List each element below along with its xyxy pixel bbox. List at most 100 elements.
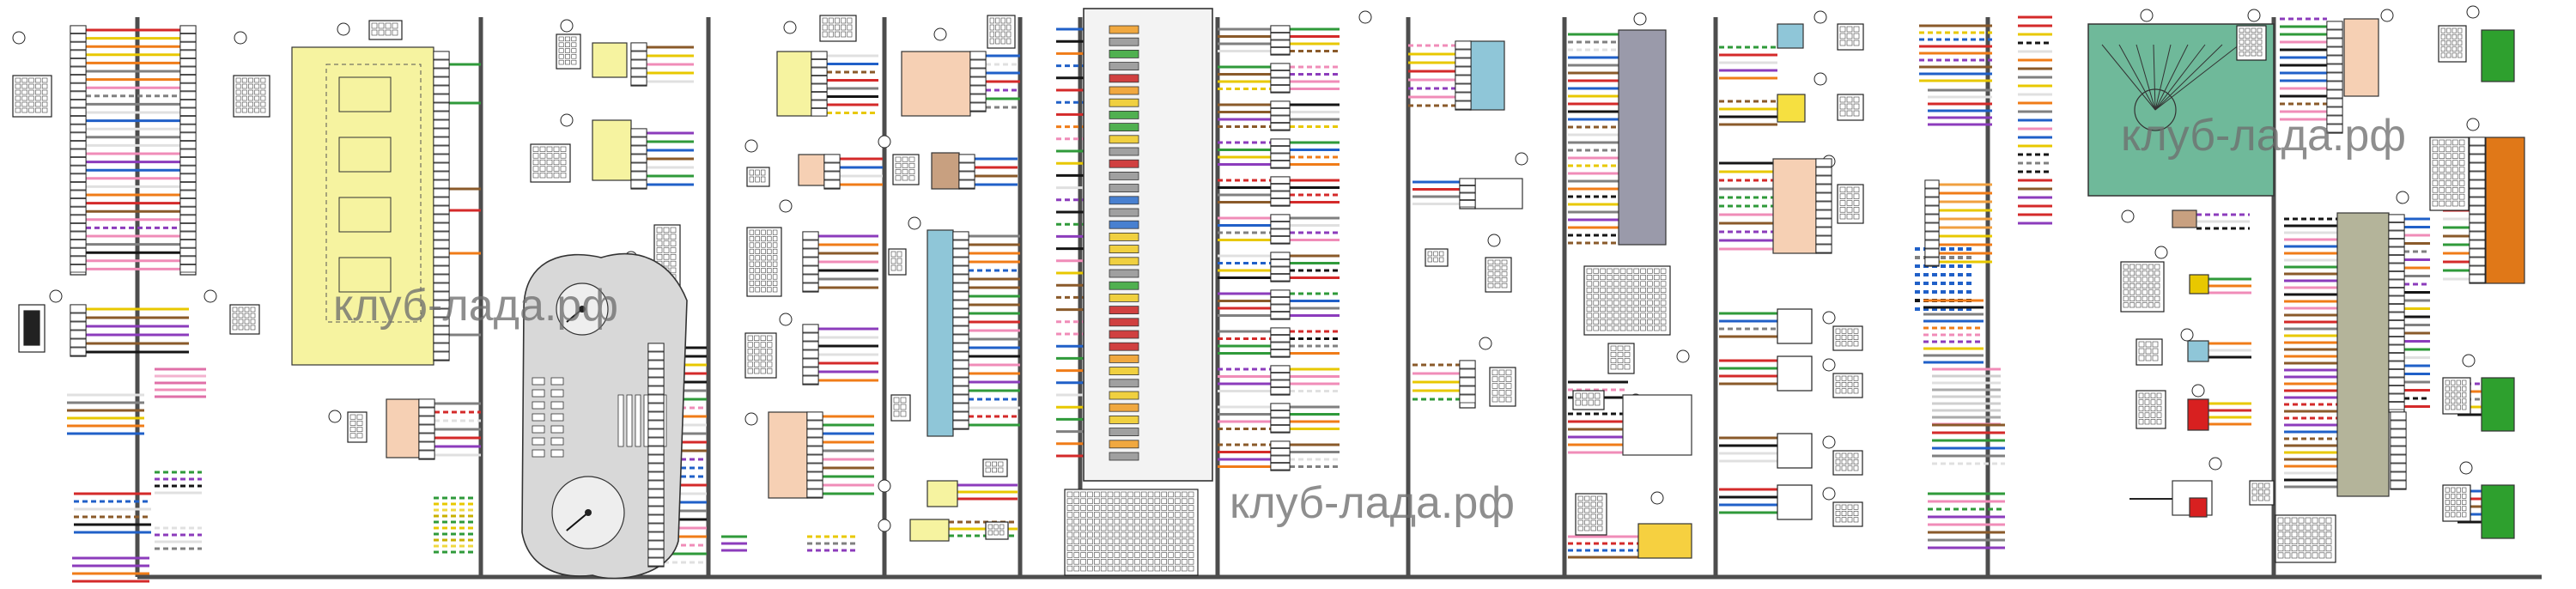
connector-pin [806, 463, 823, 472]
connector-cavity [1660, 281, 1667, 287]
connector-cavity [1147, 498, 1154, 504]
connector-cavity [260, 89, 266, 95]
component-number-circle [1822, 487, 1836, 501]
connector-cavity [250, 325, 256, 331]
connector-cavity [248, 101, 253, 107]
component-number-circle [2380, 9, 2394, 22]
indicator-lamp [550, 413, 564, 422]
connector-cavity [1853, 511, 1859, 516]
connector-cavity [1140, 525, 1147, 531]
connector-cavity [2462, 500, 2467, 505]
component-number-circle [744, 139, 758, 153]
connector-cavity [1847, 382, 1853, 387]
connector-pin [952, 248, 969, 258]
connector-cavity [2245, 39, 2251, 45]
connector-pin [802, 367, 819, 376]
connector-cavity [1647, 281, 1653, 287]
connector-cavity [656, 234, 663, 240]
connector-pin [179, 181, 197, 191]
connector-pin [1815, 184, 1832, 193]
relay-contact [338, 257, 392, 293]
connector-cavity [1619, 319, 1626, 325]
connector-cavity [1134, 498, 1140, 504]
connector-pin [2326, 72, 2343, 82]
connector-pin [2388, 353, 2405, 361]
connector-pin [823, 179, 841, 189]
connector-cavity [1846, 207, 1853, 213]
connector-cavity [2451, 52, 2457, 58]
connector-cavity [1575, 399, 1581, 406]
connector-cavity [2446, 33, 2451, 39]
connector-cavity [772, 229, 778, 235]
sensor-lead [2154, 44, 2223, 111]
connector-cavity [2446, 40, 2451, 46]
connector-cavity [2458, 40, 2463, 46]
connector-cavity [1853, 96, 1860, 103]
connector-cavity [15, 89, 21, 95]
fuse [1109, 25, 1139, 34]
connector-cavity [2445, 173, 2451, 179]
connector-pin [806, 411, 823, 421]
connector-cavity [670, 227, 677, 234]
connector-pin [1924, 214, 1940, 223]
connector-cavity [1127, 538, 1133, 544]
connector-cavity [1613, 307, 1619, 313]
connector-pin [647, 420, 665, 429]
connector-cavity [232, 325, 238, 331]
fuse [1109, 354, 1139, 363]
connector-cavity [1582, 399, 1588, 406]
connector-cavity [1647, 307, 1653, 313]
connector-cavity [1107, 525, 1114, 531]
connector-cavity [1853, 335, 1859, 340]
control-unit-31 [1469, 40, 1505, 111]
connector-cavity [2445, 139, 2451, 146]
connector-pin [1270, 236, 1291, 244]
connector-cavity [558, 54, 564, 59]
component-number-circle [933, 27, 947, 41]
connector-cavity [2251, 39, 2257, 45]
connector-cavity [260, 95, 266, 101]
connector-cavity [244, 325, 250, 331]
connector-pin [2469, 137, 2486, 146]
connector-pin [630, 137, 647, 146]
connector-cavity [546, 166, 553, 172]
connector-cavity [2451, 27, 2457, 33]
connector-pin [811, 83, 828, 92]
connector-pin [433, 128, 450, 137]
connector-cavity [1094, 545, 1100, 551]
connector-cavity [1168, 559, 1174, 565]
connector-cavity [1487, 265, 1494, 270]
component-number-circle [783, 21, 797, 34]
connector-cavity [2138, 405, 2144, 412]
connector-cavity [1087, 512, 1093, 518]
connector-cavity [1494, 277, 1501, 282]
connector-cavity [1640, 281, 1646, 287]
connector-cavity [1654, 281, 1660, 287]
connector-pin [806, 420, 823, 429]
connector-pin [2326, 89, 2343, 99]
connector-cavity [749, 236, 755, 242]
connector-cavity [1175, 512, 1181, 518]
connector-pin [1270, 191, 1291, 198]
connector-cavity [539, 153, 546, 159]
connector-cavity [749, 280, 755, 286]
component-number-circle [2459, 461, 2473, 475]
connector-cavity [670, 267, 677, 274]
connector-cavity [1607, 275, 1613, 281]
connector-cavity [1175, 559, 1181, 565]
connector-cavity [1188, 565, 1194, 572]
connector-cavity [822, 31, 828, 38]
connector-cavity [902, 175, 908, 181]
connector-cavity [28, 101, 34, 107]
connector-cavity [1188, 525, 1194, 531]
connector-pin [70, 157, 87, 166]
connector-cavity [895, 169, 902, 175]
connector-pin [958, 171, 975, 180]
connector-pin [1924, 240, 1940, 249]
connector-cavity [2451, 392, 2456, 398]
fuse [1109, 440, 1139, 449]
connector-pin [630, 179, 647, 189]
connector-pin [1270, 77, 1291, 85]
connector-pin [969, 76, 987, 86]
connector-cavity [1134, 505, 1140, 511]
